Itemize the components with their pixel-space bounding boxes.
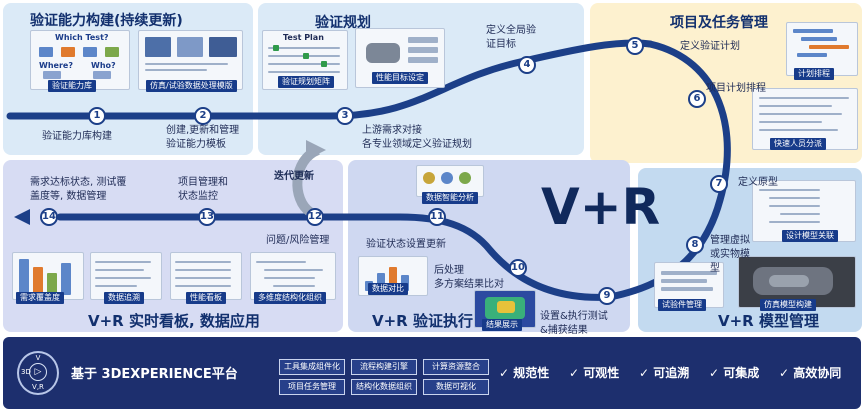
step-label-13: 项目管理和 状态监控: [178, 177, 228, 202]
step-label-2: 创建,更新和管理 验证能力模板: [166, 125, 240, 150]
thumb-caption: 需求覆盖度: [16, 292, 64, 304]
feature-item: ✓ 可观性: [569, 364, 619, 381]
feature-label: 可观性: [583, 366, 620, 380]
platform-band: ▷ 3D V V,R 基于 3DEXPERIENCE平台 工具集成组件化 流程构…: [3, 337, 861, 409]
step-node-7[interactable]: 7: [710, 175, 728, 193]
thumb-caption: 设计模型关联: [782, 230, 838, 242]
step-node-8[interactable]: 8: [686, 236, 704, 254]
step-node-13[interactable]: 13: [198, 208, 216, 226]
check-icon: ✓: [709, 366, 720, 380]
panel-title: V+R 模型管理: [718, 312, 819, 330]
feature-label: 可集成: [723, 366, 760, 380]
step-node-4[interactable]: 4: [518, 56, 536, 74]
thumb-caption: 多维度结构化组织: [254, 292, 326, 304]
panel-title: 验证规划: [315, 15, 371, 31]
iterate-arrow-head: [306, 140, 326, 160]
platform-tag: 工具集成组件化: [279, 359, 345, 375]
thumb-header: Where?: [39, 61, 73, 70]
logo-text: 3D: [21, 368, 31, 376]
step-node-5[interactable]: 5: [626, 37, 644, 55]
feature-item: ✓ 可集成: [709, 364, 759, 381]
flow-track-top: [6, 39, 654, 120]
step-label-9: 设置&执行测试 &捕获结果: [540, 311, 608, 336]
step-node-12[interactable]: 12: [306, 208, 324, 226]
thumb-caption: 数据智能分析: [422, 192, 478, 204]
step-node-6[interactable]: 6: [688, 90, 706, 108]
feature-item: ✓ 规范性: [499, 364, 549, 381]
step-node-3[interactable]: 3: [336, 107, 354, 125]
thumb-caption: 验证规划矩阵: [278, 76, 334, 88]
thumb-header: Which Test?: [55, 33, 109, 42]
iterate-label: 迭代更新: [274, 171, 314, 182]
feature-label: 高效协同: [793, 366, 842, 380]
platform-title: 基于 3DEXPERIENCE平台: [71, 367, 238, 382]
step-label-7: 定义原型: [738, 177, 778, 188]
platform-tag: 项目任务管理: [279, 379, 345, 395]
check-icon: ✓: [499, 366, 510, 380]
panel-title: 验证能力构建(持续更新): [30, 13, 183, 29]
feature-label: 可追溯: [653, 366, 690, 380]
thumb-caption: 计划排程: [794, 68, 834, 80]
step-label-11: 验证状态设置更新: [366, 239, 446, 250]
platform-tag: 结构化数据组织: [351, 379, 417, 395]
platform-tag: 流程构建引擎: [351, 359, 417, 375]
check-icon: ✓: [779, 366, 790, 380]
flow-track-bottom: [56, 213, 614, 301]
thumb-caption: 仿真/试验数据处理模版: [146, 80, 237, 92]
logo-text: V,R: [32, 383, 44, 391]
step-node-1[interactable]: 1: [88, 107, 106, 125]
thumb-header: Test Plan: [283, 33, 324, 42]
thumbnail-data-analysis: [416, 165, 484, 197]
thumb-caption: 仿真模型构建: [760, 299, 816, 311]
step-node-14[interactable]: 14: [40, 208, 58, 226]
feature-item: ✓ 高效协同: [779, 364, 841, 381]
panel-title: V+R 实时看板, 数据应用: [88, 312, 260, 330]
flow-arrow-left: [14, 209, 30, 225]
step-node-9[interactable]: 9: [598, 287, 616, 305]
step-label-3: 上游需求对接 各专业领域定义验证规划: [362, 125, 472, 150]
step-label-14: 需求达标状态, 测试覆 盖度等, 数据管理: [30, 177, 127, 202]
step-node-11[interactable]: 11: [428, 208, 446, 226]
thumb-caption: 试验件管理: [658, 299, 706, 311]
thumbnail-schedule: [786, 22, 858, 76]
panel-title: 项目及任务管理: [670, 15, 768, 31]
thumb-caption: 快速人员分派: [770, 138, 826, 150]
feature-label: 规范性: [513, 366, 550, 380]
step-label-12: 问题/风险管理: [266, 235, 330, 246]
logo-text: V: [35, 354, 41, 362]
step-label-1: 验证能力库构建: [42, 131, 112, 142]
center-title: V+R: [541, 178, 661, 236]
thumb-caption: 性能看板: [186, 292, 226, 304]
platform-tag: 数据可视化: [423, 379, 489, 395]
step-label-4: 定义全局验 证目标: [486, 25, 536, 50]
thumb-caption: 结果展示: [482, 319, 522, 331]
thumb-caption: 验证能力库: [48, 80, 96, 92]
step-node-2[interactable]: 2: [194, 107, 212, 125]
thumb-caption: 数据追溯: [104, 292, 144, 304]
step-label-5: 定义验证计划: [680, 41, 740, 52]
thumb-caption: 性能目标设定: [372, 72, 428, 84]
step-label-6: 项目计划排程: [706, 83, 766, 94]
feature-item: ✓ 可追溯: [639, 364, 689, 381]
play-icon: ▷: [29, 363, 47, 381]
step-node-10[interactable]: 10: [509, 259, 527, 277]
step-label-8: 管理虚拟 或实物模 型: [710, 235, 750, 274]
panel-title: V+R 验证执行: [372, 312, 473, 330]
thumb-header: Who?: [91, 61, 116, 70]
platform-logo: ▷ 3D V V,R: [17, 351, 59, 395]
step-label-10: 后处理 多方案结果比对: [434, 265, 504, 290]
check-icon: ✓: [639, 366, 650, 380]
platform-tag: 计算资源整合: [423, 359, 489, 375]
check-icon: ✓: [569, 366, 580, 380]
thumb-caption: 数据对比: [368, 283, 408, 295]
